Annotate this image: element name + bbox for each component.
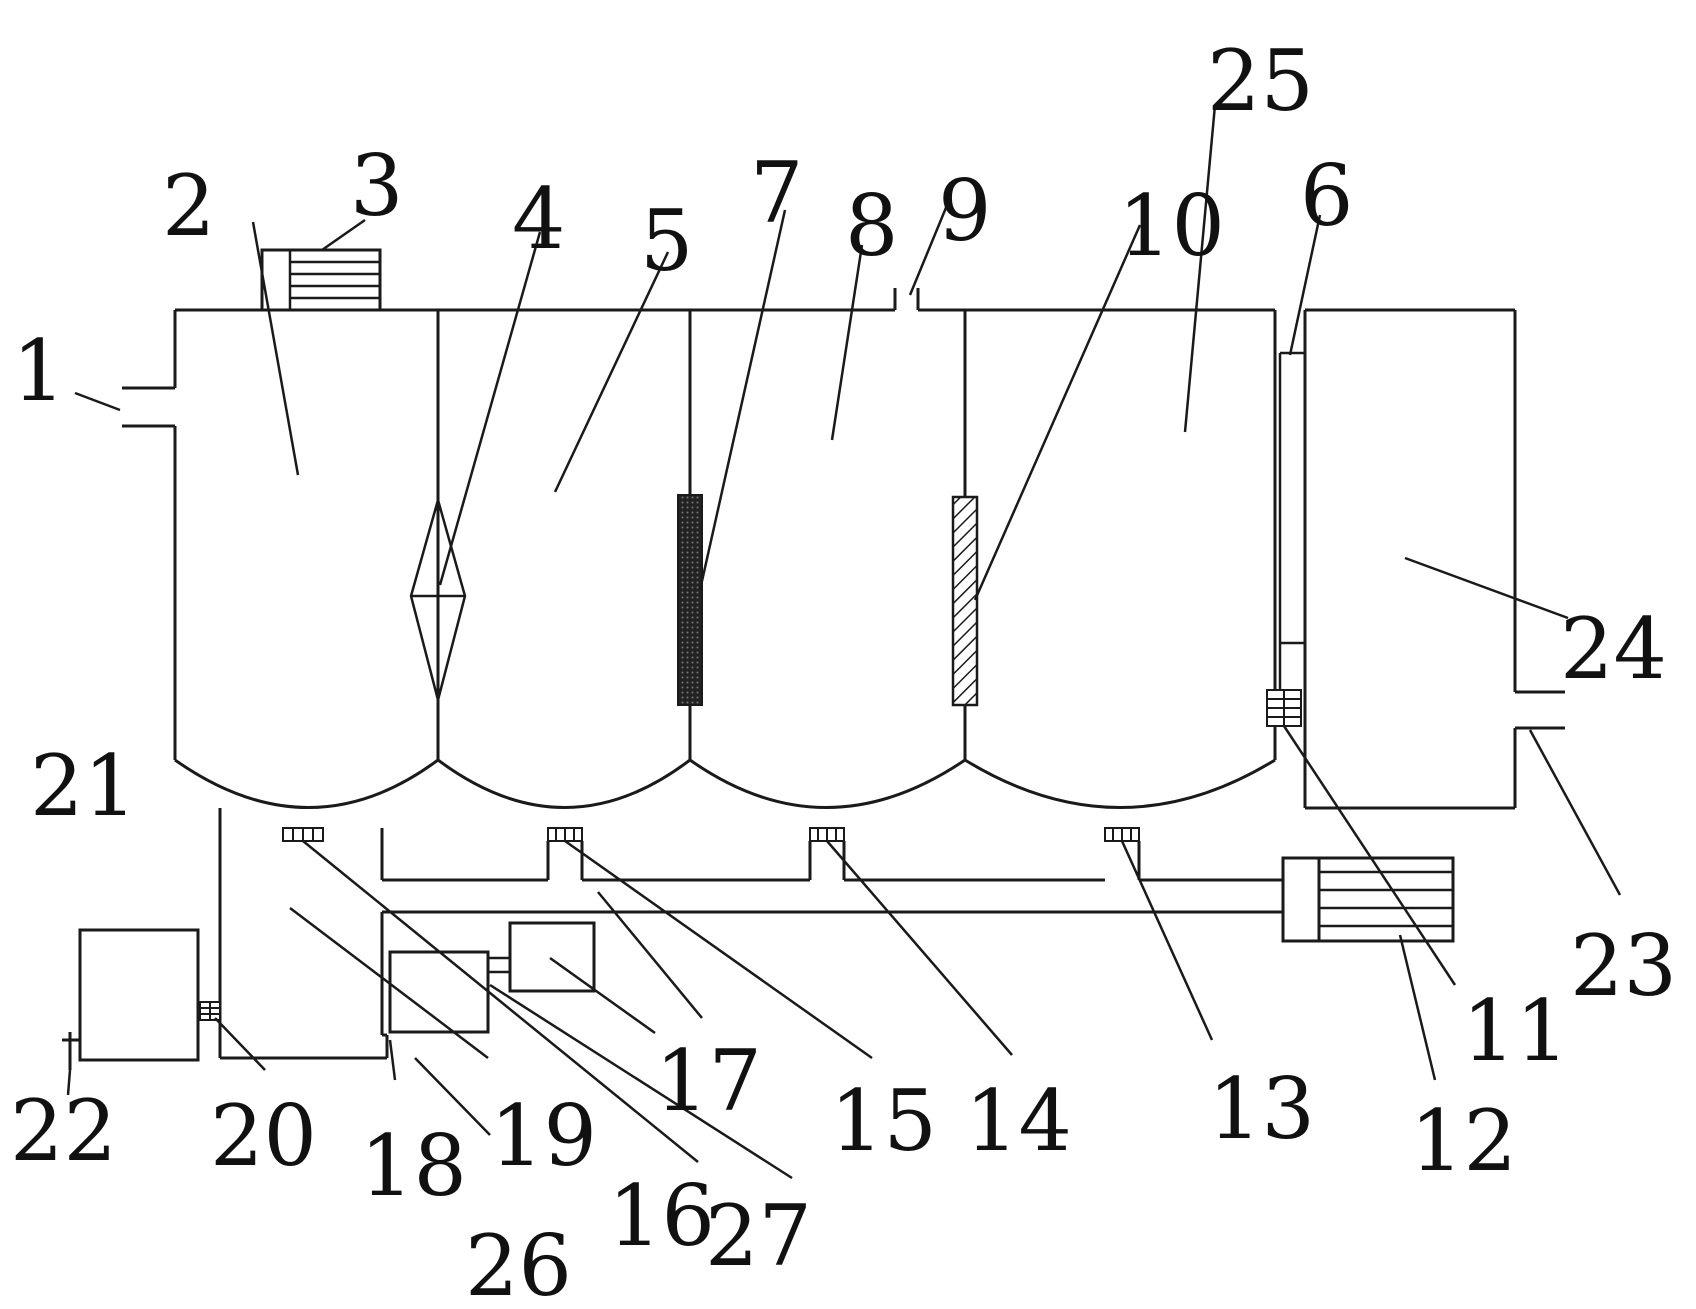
- label-6: 6: [1300, 147, 1353, 245]
- label-8: 8: [845, 177, 898, 275]
- side-valve: [1266, 689, 1302, 727]
- sludge-tank: [218, 808, 389, 1060]
- label-13: 13: [1208, 1060, 1315, 1158]
- collection-box: [78, 928, 200, 1062]
- pump-motor: [1281, 856, 1455, 943]
- label-3: 3: [350, 137, 403, 235]
- inlet-pipe: [122, 386, 175, 428]
- label-22: 22: [10, 1082, 117, 1180]
- label-23: 23: [1570, 917, 1677, 1015]
- label-11: 11: [1462, 982, 1569, 1080]
- label-1: 1: [12, 322, 65, 420]
- vent-opening: [893, 288, 920, 310]
- label-14: 14: [965, 1072, 1072, 1170]
- label-4: 4: [512, 170, 565, 268]
- label-2: 2: [162, 157, 215, 255]
- label-24: 24: [1560, 600, 1667, 698]
- outlet-pipe: [1515, 690, 1565, 730]
- label-17: 17: [655, 1032, 762, 1130]
- right-tank: [1303, 308, 1517, 810]
- label-21: 21: [30, 737, 137, 835]
- top-motor: [260, 248, 382, 312]
- label-27: 27: [705, 1187, 812, 1285]
- bottom-valve-13: [1104, 827, 1140, 842]
- drain-valve: [62, 1032, 80, 1070]
- label-19: 19: [490, 1087, 597, 1185]
- bottom-valve-16: [282, 827, 324, 842]
- label-26: 26: [465, 1217, 572, 1309]
- bottom-valve-15: [547, 827, 583, 842]
- label-9: 9: [938, 162, 991, 260]
- label-7: 7: [750, 144, 803, 242]
- label-18: 18: [360, 1117, 467, 1215]
- part-labels: 1 2 3 4 5 7 8 9 10 25 6 24 23 11 12 13 1…: [10, 32, 1677, 1309]
- dosing-unit: [388, 921, 596, 1034]
- label-16: 16: [608, 1167, 715, 1265]
- label-25: 25: [1207, 32, 1314, 130]
- hatched-filter-screen: [951, 495, 979, 707]
- label-12: 12: [1410, 1092, 1517, 1190]
- label-20: 20: [210, 1087, 317, 1185]
- valve-20: [199, 1001, 221, 1021]
- label-5: 5: [640, 192, 693, 290]
- label-15: 15: [830, 1072, 937, 1170]
- main-tank: [173, 308, 1277, 809]
- overflow-column: [1278, 351, 1305, 690]
- label-10: 10: [1118, 177, 1225, 275]
- bottom-valve-14: [809, 827, 845, 842]
- leader-lines: [66, 104, 1622, 1180]
- diamond-filter: [409, 495, 467, 705]
- dark-filter-screen: [677, 494, 703, 706]
